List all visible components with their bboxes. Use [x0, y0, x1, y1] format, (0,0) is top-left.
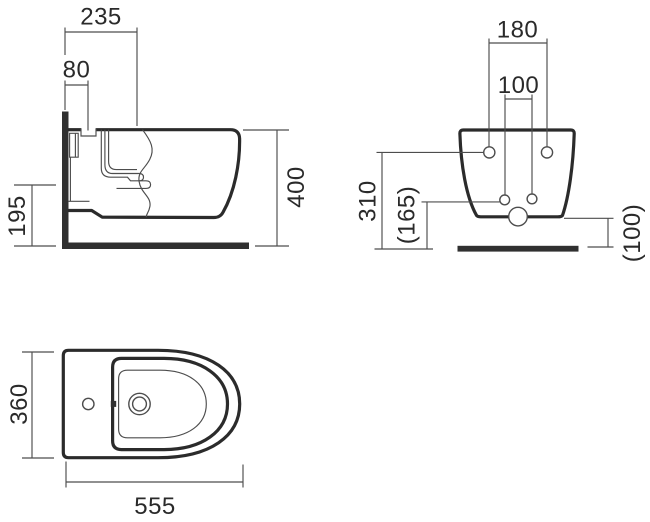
wall-fixing-detail — [69, 132, 79, 158]
wall-section-bar — [62, 111, 69, 248]
dimension-80: 80 — [63, 57, 91, 131]
fixing-hole-left — [482, 146, 496, 159]
dim-label-inlet-hole-height: (165) — [394, 186, 421, 245]
plan-bowl-rim — [111, 356, 230, 452]
dimension-310: 310 — [355, 151, 484, 250]
dimension-235: 235 — [64, 4, 138, 126]
floor-section-bar — [62, 242, 249, 249]
dimension-400: 400 — [243, 129, 310, 247]
dim-label-overall-height: 400 — [283, 166, 310, 208]
trap-section-middle — [104, 129, 145, 182]
drain-inner-circle — [131, 396, 148, 412]
dim-label-fixing-hole-centres: 180 — [497, 17, 539, 44]
dimension-100-rear: 100 — [498, 72, 540, 195]
dimension-165-lines — [421, 201, 500, 249]
dimension-165: (165) — [394, 186, 500, 249]
dimension-400-lines — [243, 129, 289, 247]
inlet-notch — [80, 128, 97, 137]
dimension-100-clearance-lines — [564, 217, 614, 248]
side-view: 235 80 195 400 — [4, 4, 310, 249]
dimension-195-lines — [14, 184, 56, 247]
dim-label-overall-depth: 555 — [134, 493, 176, 520]
dim-label-fixing-hole-height: 310 — [355, 180, 382, 222]
section-break-wavy-line — [138, 129, 153, 218]
dimension-180-lines — [488, 38, 548, 147]
water-inlet-mark — [110, 400, 117, 407]
dimension-360-lines — [22, 351, 54, 459]
plan-view: 360 555 — [6, 348, 244, 520]
dim-label-inlet-offset: 80 — [63, 57, 91, 84]
dim-label-outlet-height: 195 — [4, 195, 31, 237]
dimension-555: 555 — [65, 461, 244, 520]
dim-label-overall-width: 360 — [6, 383, 33, 425]
dimension-235-lines — [64, 27, 138, 126]
dimension-100-lines — [504, 94, 533, 195]
dimension-555-lines — [65, 461, 244, 488]
rear-view: 310 (165) 180 100 (100) — [355, 17, 647, 263]
waste-outlet-circle — [508, 206, 529, 227]
dim-label-top-width: 235 — [80, 4, 122, 31]
trap-section-outer — [100, 129, 152, 189]
floor-bar-rear — [457, 245, 579, 252]
dimension-180: 180 — [488, 17, 548, 147]
dim-label-underside-clearance: (100) — [619, 204, 646, 263]
trap-section-inner — [108, 129, 137, 171]
dimension-100-clearance: (100) — [564, 204, 646, 263]
fixing-hole-right — [540, 146, 554, 159]
dimension-195: 195 — [4, 184, 56, 247]
dimension-360: 360 — [6, 351, 54, 459]
outlet-pipe-detail — [68, 157, 90, 202]
dimension-80-lines — [64, 80, 89, 131]
plan-inner-bowl — [118, 369, 207, 439]
bidet-rear-outline — [458, 128, 576, 219]
tap-hole — [81, 397, 95, 411]
inlet-hole-left — [499, 194, 511, 206]
dimension-310-lines — [374, 151, 484, 250]
bidet-side-profile-outline — [68, 128, 242, 220]
inlet-hole-right — [526, 193, 538, 205]
dim-label-inlet-hole-centres: 100 — [498, 72, 540, 99]
